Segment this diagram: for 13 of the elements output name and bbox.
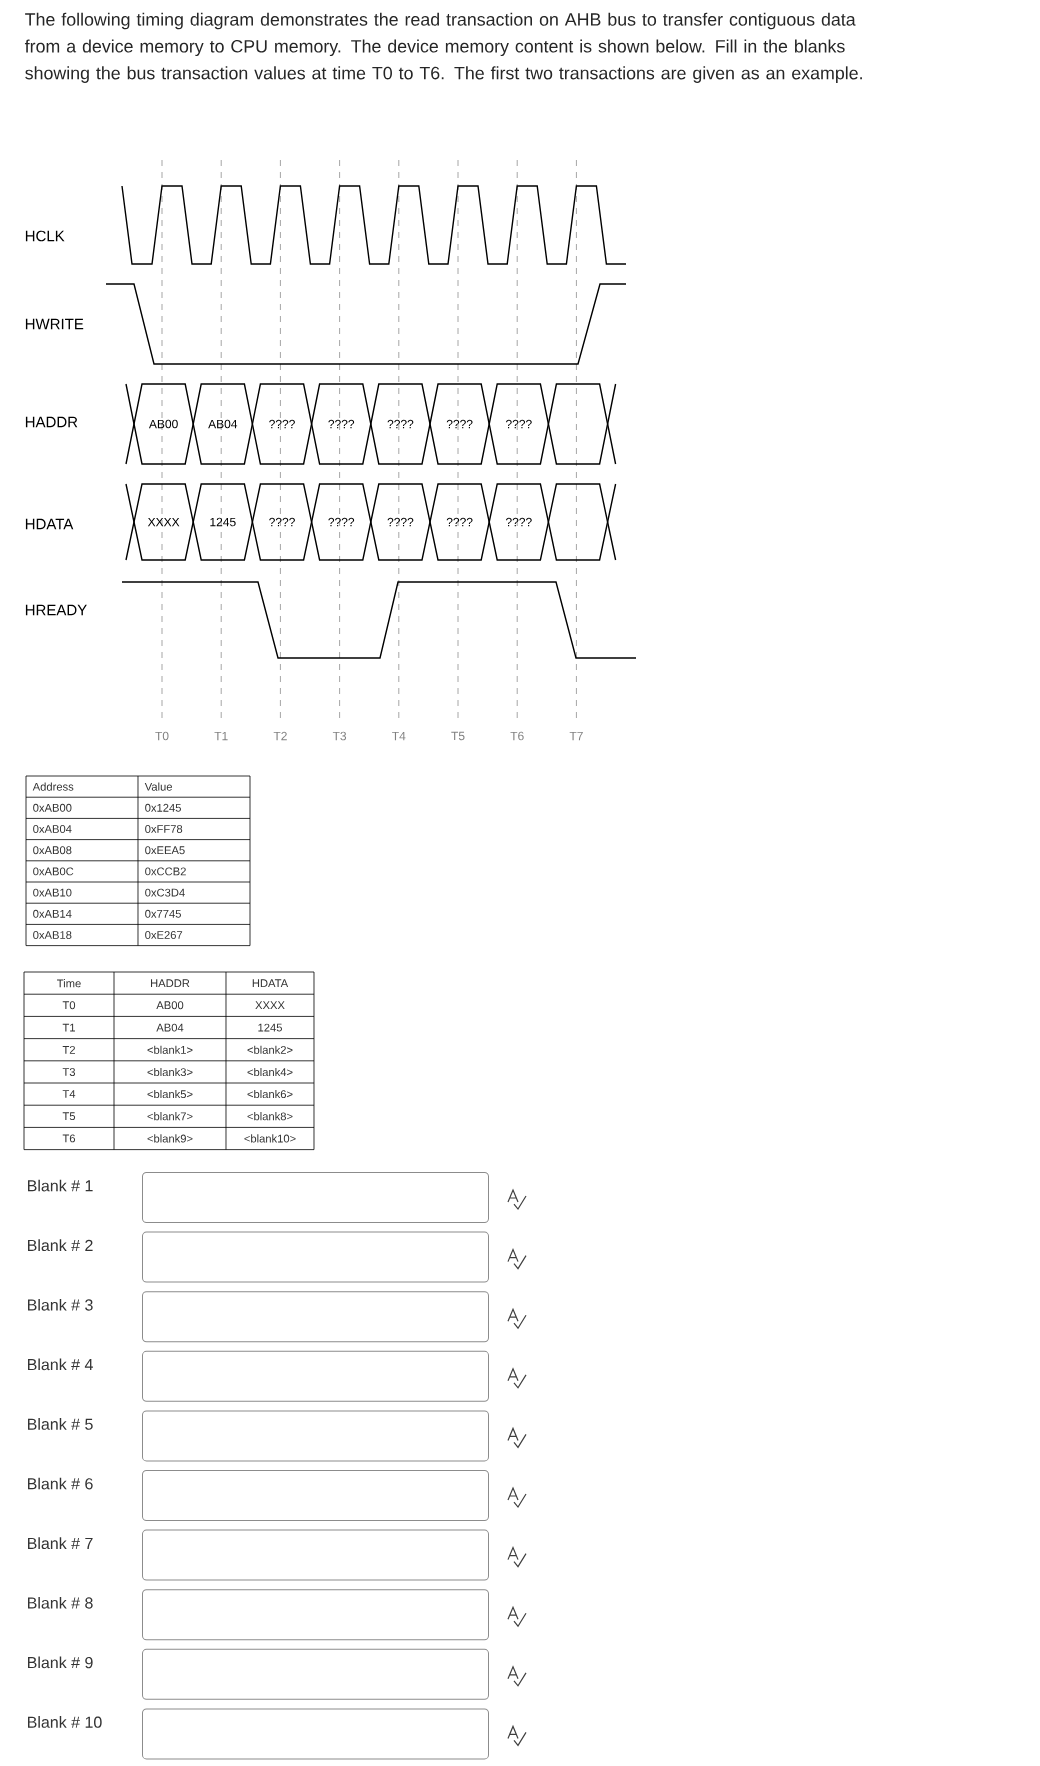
field-label: Blank # 5 xyxy=(28,1418,93,1430)
bus-value-segment xyxy=(547,383,609,465)
field-label: Blank # 10 xyxy=(28,1716,102,1728)
field-label: Blank # 1 xyxy=(28,1179,93,1192)
field-label: Blank # 3 xyxy=(28,1298,93,1311)
field-label: Blank # 7 xyxy=(28,1537,93,1550)
field-label: Blank # 4 xyxy=(28,1358,93,1371)
field-label: Blank # 8 xyxy=(28,1596,93,1609)
field-label: Blank # 9 xyxy=(28,1656,93,1669)
bus-value-segment xyxy=(547,483,609,561)
field-label: Blank # 2 xyxy=(28,1239,93,1252)
question-text: The following timing diagram demonstrates the read transaction on AHB bus to transfer contiguous data from a device memory to CPU memory. The device memory content is shown below. Fill in the blanks showing the bus transaction values at time T0 to T6. The first two transactions are given as an example. xyxy=(24,12,862,83)
field-label: Blank # 6 xyxy=(28,1477,93,1490)
